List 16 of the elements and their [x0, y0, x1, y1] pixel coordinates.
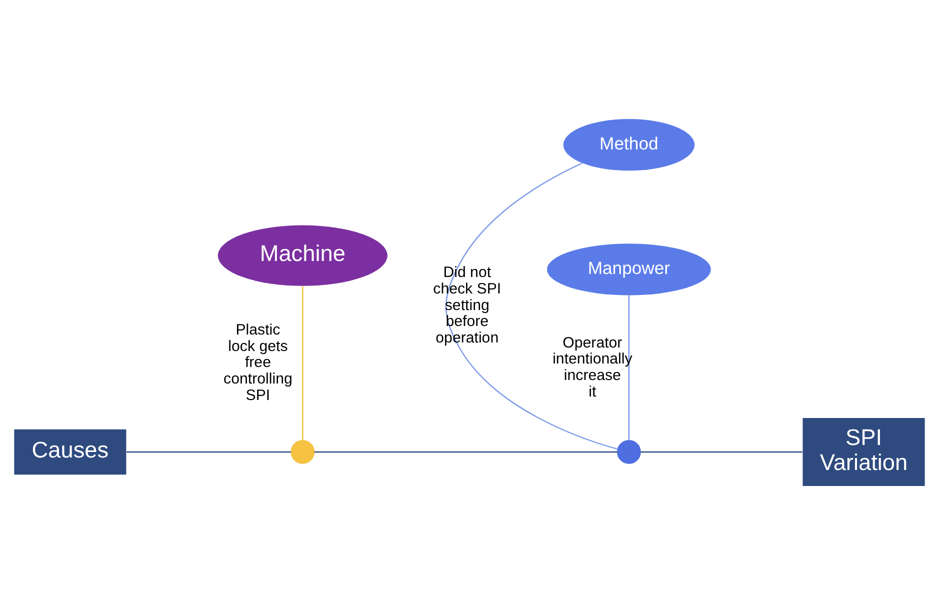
- node-ellipse: Method: [562, 119, 694, 171]
- connector: [314, 451, 617, 453]
- connector: [126, 451, 291, 453]
- node-ellipse: Manpower: [546, 244, 710, 296]
- connector: [640, 451, 802, 453]
- node-circle: [616, 440, 640, 464]
- connector: [444, 162, 618, 450]
- node-box: Causes: [14, 429, 126, 475]
- connector: [302, 286, 303, 440]
- connector: [628, 295, 630, 441]
- edge-label: Operator intentionally increase it: [552, 334, 632, 400]
- edge-label: Did not check SPI setting before operation: [432, 264, 501, 347]
- edge-label: Plastic lock gets free controlling SPI: [223, 321, 292, 404]
- node-ellipse: Machine: [217, 225, 387, 286]
- node-circle: [290, 440, 314, 464]
- node-box: SPI Variation: [802, 418, 924, 486]
